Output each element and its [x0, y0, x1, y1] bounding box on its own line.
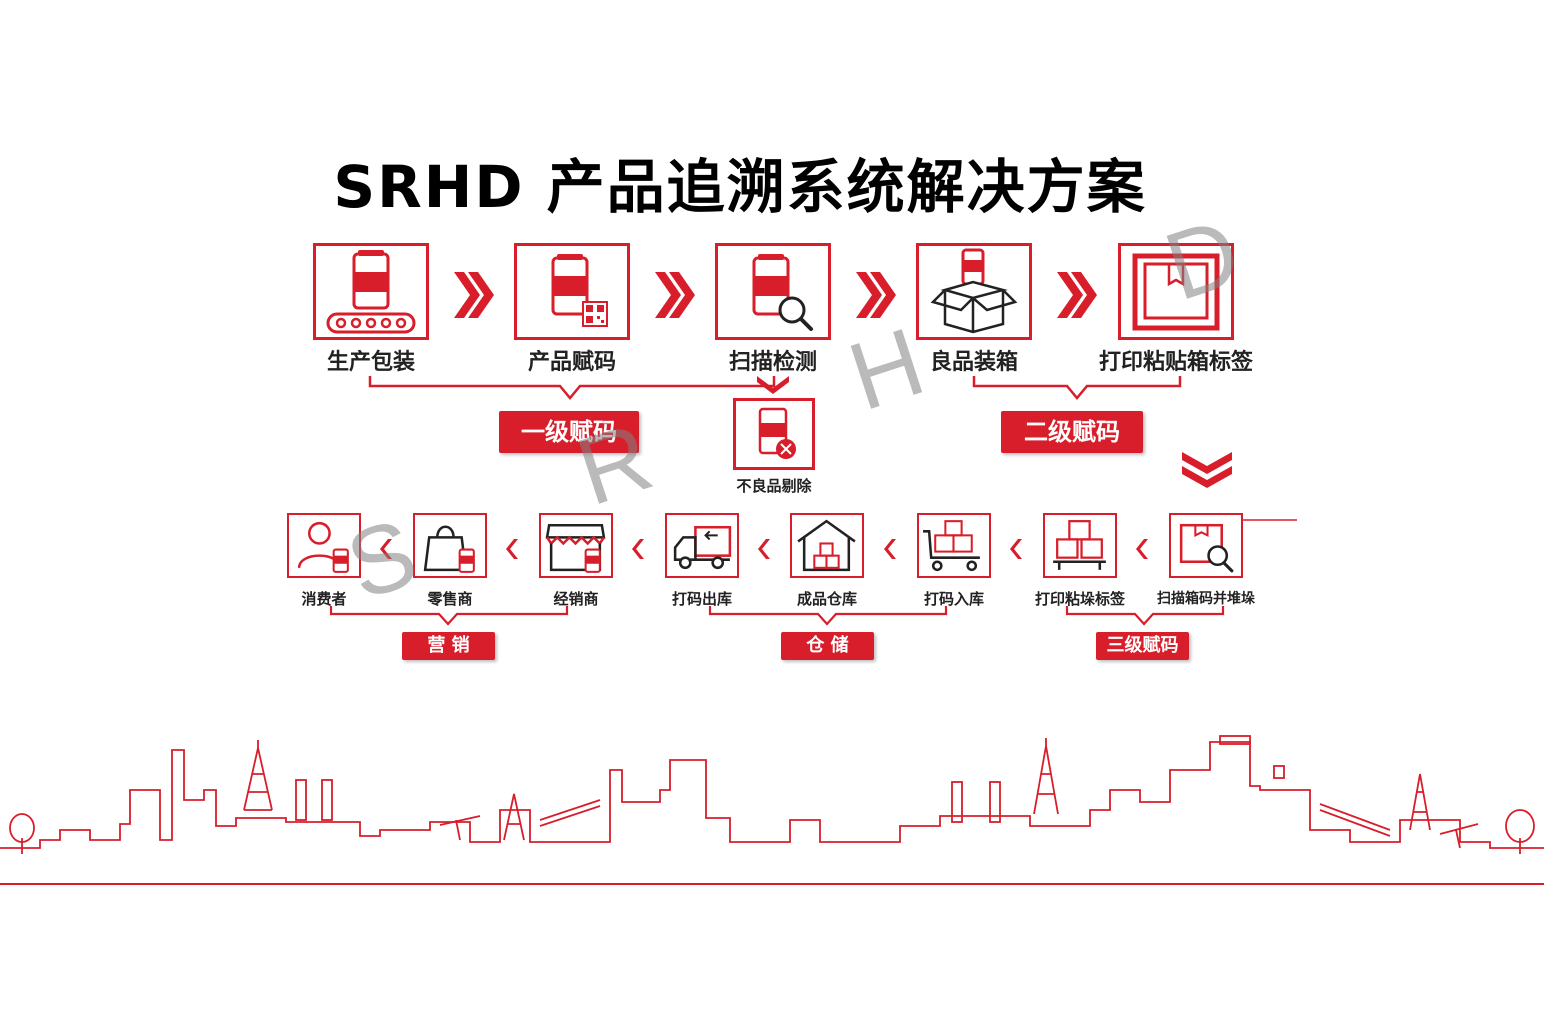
- conveyor-can-icon: [326, 250, 416, 334]
- step-distributor: [539, 513, 613, 578]
- chevron-left-icon: [506, 539, 518, 559]
- step-consumer: [287, 513, 361, 578]
- can-qrcode-icon: [551, 254, 608, 327]
- delivery-truck-icon: [673, 525, 732, 570]
- group-bracket: [368, 376, 776, 400]
- step-label: 经销商: [553, 590, 599, 608]
- step-label: 产品赋码: [527, 350, 616, 375]
- connector-line: [1243, 519, 1297, 521]
- step-finished-warehouse: [790, 513, 864, 578]
- can-magnifier-icon: [752, 254, 813, 331]
- step-production-packaging: [313, 243, 429, 340]
- warehouse-icon: [797, 519, 856, 572]
- cart-boxes-icon: [923, 520, 980, 572]
- step-label: 良品装箱: [929, 350, 1018, 375]
- chevron-left-icon: [884, 539, 896, 559]
- step-scan-carton-stack: [1169, 513, 1243, 578]
- group-badge-level2: 二级赋码: [1001, 411, 1143, 453]
- step-label: 打码入库: [923, 590, 984, 608]
- step-label: 打印粘垛标签: [1034, 590, 1125, 608]
- chevron-left-icon: [1136, 539, 1148, 559]
- step-inbound-coding: [917, 513, 991, 578]
- chevron-right-icon: [655, 272, 695, 318]
- labeled-carton-icon: [1132, 253, 1220, 331]
- store-icon: [545, 523, 606, 573]
- step-label: 扫描箱码并堆垛: [1157, 591, 1255, 607]
- stacked-boxes-icon: [1053, 520, 1106, 570]
- consumer-icon: [297, 521, 349, 573]
- step-label: 零售商: [427, 590, 473, 608]
- group-bracket: [1065, 606, 1225, 626]
- chevron-right-icon: [856, 272, 896, 318]
- group-badge-level1: 一级赋码: [499, 411, 639, 453]
- industrial-skyline-illustration: [0, 735, 1544, 885]
- chevron-right-icon: [1057, 272, 1097, 318]
- chevron-down-icon: [757, 376, 789, 394]
- can-in-box-icon: [930, 248, 1018, 334]
- step-label: 成品仓库: [796, 590, 857, 608]
- reject-box: [733, 398, 815, 470]
- double-chevron-down-icon: [1182, 452, 1232, 488]
- step-good-product-boxing: [916, 243, 1032, 340]
- can-reject-icon: [758, 407, 796, 459]
- group-bracket: [708, 606, 948, 626]
- box-scan-icon: [1179, 523, 1234, 573]
- step-scan-inspection: [715, 243, 831, 340]
- step-outbound-coding: [665, 513, 739, 578]
- chevron-left-icon: [758, 539, 770, 559]
- group-bracket: [972, 376, 1182, 400]
- shopping-bag-icon: [423, 525, 475, 573]
- group-bracket: [329, 606, 569, 626]
- group-badge-marketing: 营 销: [402, 632, 495, 660]
- reject-label: 不良品剔除: [736, 477, 812, 495]
- page-title: SRHD 产品追溯系统解决方案: [333, 153, 1147, 221]
- step-label: 生产包装: [326, 350, 415, 375]
- step-product-coding: [514, 243, 630, 340]
- step-label: 消费者: [301, 590, 347, 608]
- step-label: 打印粘贴箱标签: [1098, 350, 1253, 375]
- chevron-left-icon: [632, 539, 644, 559]
- chevron-right-icon: [454, 272, 494, 318]
- watermark-letter: R: [565, 402, 665, 527]
- group-badge-storage: 仓 储: [781, 632, 874, 660]
- chevron-left-icon: [380, 539, 392, 559]
- step-label: 扫描检测: [728, 350, 817, 375]
- step-label: 打码出库: [671, 590, 732, 608]
- chevron-left-icon: [1010, 539, 1022, 559]
- step-retailer: [413, 513, 487, 578]
- step-print-pallet-label: [1043, 513, 1117, 578]
- group-badge-level3: 三级赋码: [1096, 632, 1189, 660]
- step-print-carton-label: [1118, 243, 1234, 340]
